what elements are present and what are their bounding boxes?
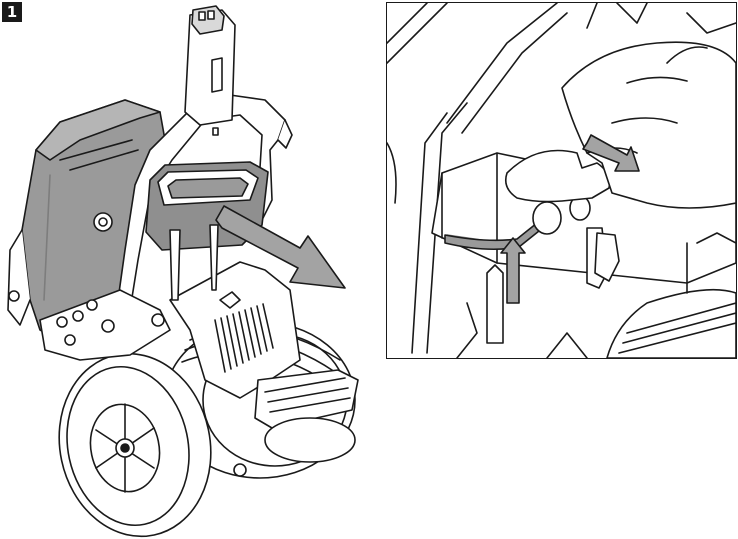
detail-background: [387, 3, 736, 354]
axle-plate: [39, 289, 247, 477]
device-drawing: [7, 5, 359, 538]
cover-plate: [169, 224, 301, 399]
latch-knob: [532, 195, 591, 235]
step-number-badge: 1: [2, 2, 22, 22]
latch-box: [145, 161, 269, 251]
pull-arrow: [582, 134, 640, 172]
front-roller: [254, 369, 359, 463]
main-wheel: [58, 352, 212, 538]
main-illustration: [7, 5, 359, 538]
hand: [504, 41, 736, 209]
detail-mechanism: [456, 177, 736, 358]
removal-arrow: [215, 205, 346, 289]
detail-drawing: [387, 3, 736, 358]
battery-pack: [184, 5, 236, 136]
detail-view-frame: [386, 2, 737, 359]
lift-arrow: [500, 237, 526, 304]
